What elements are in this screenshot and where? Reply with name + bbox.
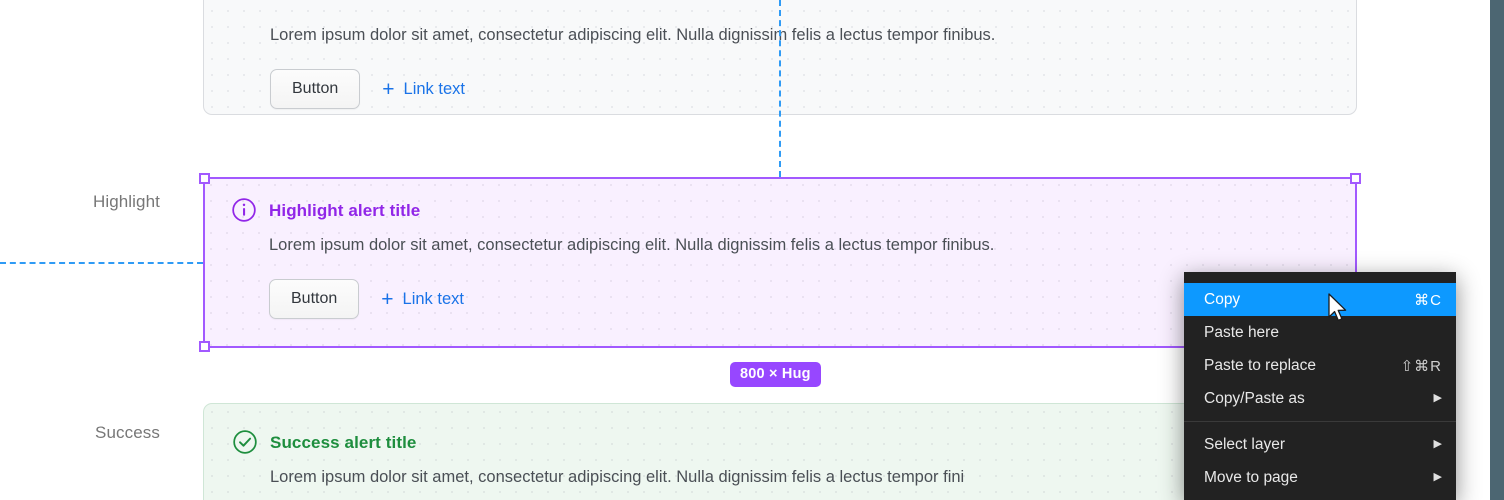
menu-item-copy-paste-as[interactable]: Copy/Paste as ▶ [1184, 382, 1456, 415]
alert-body-text: Lorem ipsum dolor sit amet, consectetur … [270, 468, 965, 486]
menu-item-label: Paste to replace [1204, 356, 1317, 374]
submenu-arrow-icon: ▶ [1433, 471, 1442, 483]
menu-item-shortcut: ⇧⌘R [1400, 357, 1442, 375]
alert-button[interactable]: Button [270, 69, 361, 109]
menu-item-shortcut: ⌘C [1414, 291, 1442, 309]
alignment-guide-horizontal [0, 262, 203, 264]
menu-item-label: Copy [1204, 290, 1241, 308]
alert-title: Success alert title [270, 433, 417, 452]
alert-actions: Button + Link text [270, 69, 1328, 109]
menu-item-paste-to-replace[interactable]: Paste to replace ⇧⌘R [1184, 349, 1456, 382]
menu-item-label: Copy/Paste as [1204, 389, 1305, 407]
alert-body-text: Lorem ipsum dolor sit amet, consectetur … [269, 236, 995, 254]
alignment-guide-vertical [779, 0, 781, 177]
row-label-success: Success [95, 423, 160, 442]
alert-link[interactable]: + Link text [381, 289, 464, 310]
menu-item-label: Paste here [1204, 323, 1279, 341]
menu-item-select-layer[interactable]: Select layer ▶ [1184, 428, 1456, 461]
alert-link-label: Link text [403, 79, 465, 98]
right-scrollbar[interactable] [1490, 0, 1504, 500]
context-menu[interactable]: Copy ⌘C Paste here Paste to replace ⇧⌘R … [1184, 272, 1456, 500]
check-circle-icon [232, 429, 258, 455]
alert-actions: Button + Link text [269, 279, 1329, 319]
menu-item-copy[interactable]: Copy ⌘C [1184, 283, 1456, 316]
alert-body-text: Lorem ipsum dolor sit amet, consectetur … [270, 26, 996, 44]
menu-separator [1184, 421, 1456, 422]
alert-link-label: Link text [402, 289, 464, 308]
row-label-highlight: Highlight [92, 192, 160, 211]
menu-item-paste-here[interactable]: Paste here [1184, 316, 1456, 349]
menu-item-label: Move to page [1204, 468, 1298, 486]
menu-item-move-to-page[interactable]: Move to page ▶ [1184, 461, 1456, 494]
alert-button[interactable]: Button [269, 279, 360, 319]
submenu-arrow-icon: ▶ [1433, 392, 1442, 404]
alert-link[interactable]: + Link text [382, 79, 465, 100]
submenu-arrow-icon: ▶ [1433, 438, 1442, 450]
selection-size-badge: 800 × Hug [730, 362, 821, 387]
menu-item-label: Select layer [1204, 435, 1285, 453]
alert-title: Highlight alert title [269, 201, 421, 220]
info-circle-icon [231, 197, 257, 223]
plus-icon: + [382, 77, 395, 101]
plus-icon: + [381, 287, 394, 311]
